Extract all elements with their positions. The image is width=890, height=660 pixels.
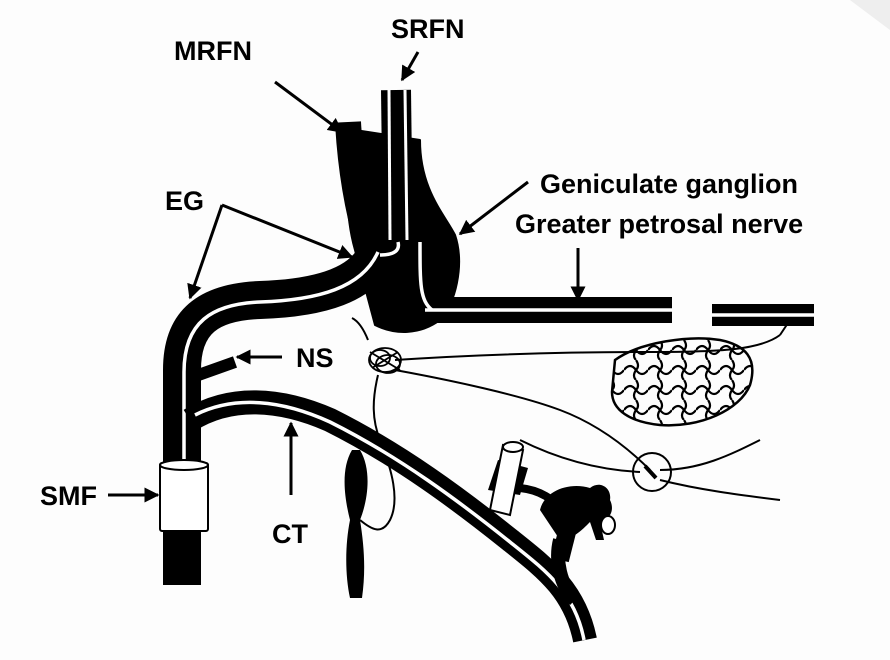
arrow-eg-lower	[190, 205, 222, 298]
smf-sleeve	[160, 463, 208, 531]
ns-up-branch	[352, 318, 368, 340]
label-greater-petrosal-nerve: Greater petrosal nerve	[515, 211, 803, 238]
smf-sleeve-top	[160, 460, 208, 470]
chorda-tympani	[190, 402, 585, 640]
arrow-mrfn	[275, 82, 342, 132]
arrow-eg-upper	[222, 205, 352, 257]
label-smf: SMF	[40, 483, 97, 510]
label-geniculate-ganglion: Geniculate ganglion	[540, 171, 798, 198]
srfn-sheath-right	[405, 90, 407, 240]
label-eg: EG	[165, 188, 204, 215]
srfn-sheath-left	[389, 90, 390, 240]
label-srfn: SRFN	[391, 16, 465, 43]
ganglion-to-otic	[660, 440, 760, 470]
label-ct: CT	[272, 521, 308, 548]
pterygopalatine-ganglion	[612, 338, 752, 425]
corner-shade	[850, 0, 890, 30]
label-ns: NS	[296, 345, 334, 372]
otic-branch-right	[660, 480, 780, 500]
label-mrfn: MRFN	[174, 38, 252, 65]
srfn-stems	[396, 90, 398, 245]
arrow-srfn	[402, 52, 418, 80]
